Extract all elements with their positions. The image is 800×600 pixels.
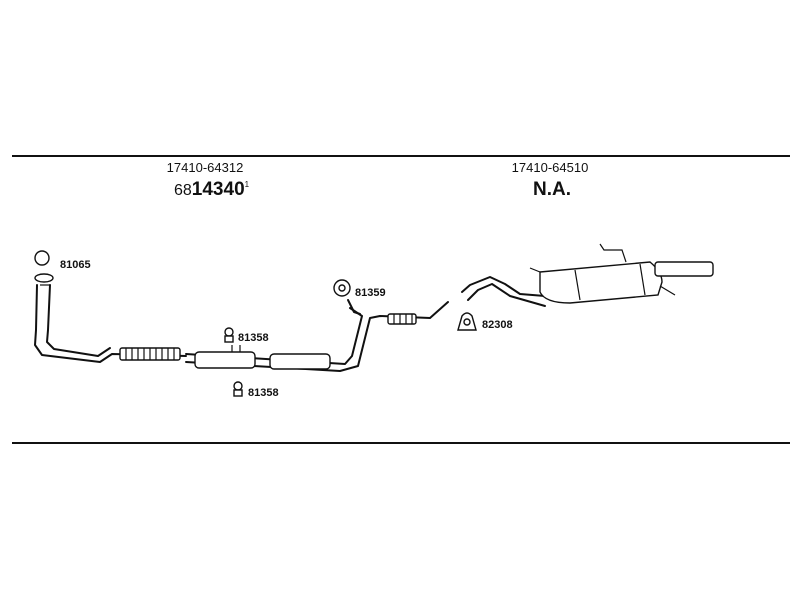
u-clamp-icon bbox=[457, 312, 477, 331]
section-2-part-number: 17410-64510 bbox=[512, 160, 589, 175]
section-1-part-number: 17410-64312 bbox=[167, 160, 244, 175]
part-81065-label: 81065 bbox=[60, 259, 91, 271]
bolt-lower-icon bbox=[233, 381, 243, 397]
part-81358-upper-label: 81358 bbox=[238, 332, 269, 344]
part-82308-label: 82308 bbox=[482, 319, 513, 331]
clamp-ring-icon bbox=[34, 250, 50, 266]
section-2-code: N.A. bbox=[533, 179, 571, 200]
section-1-code: 68143401 bbox=[174, 179, 250, 200]
bolt-upper-icon bbox=[224, 327, 234, 343]
part-81358-lower-label: 81358 bbox=[248, 387, 279, 399]
hanger-rubber-icon bbox=[333, 279, 351, 297]
rear-muffler bbox=[461, 243, 714, 307]
part-81359-label: 81359 bbox=[355, 287, 386, 299]
front-pipe bbox=[34, 273, 449, 372]
